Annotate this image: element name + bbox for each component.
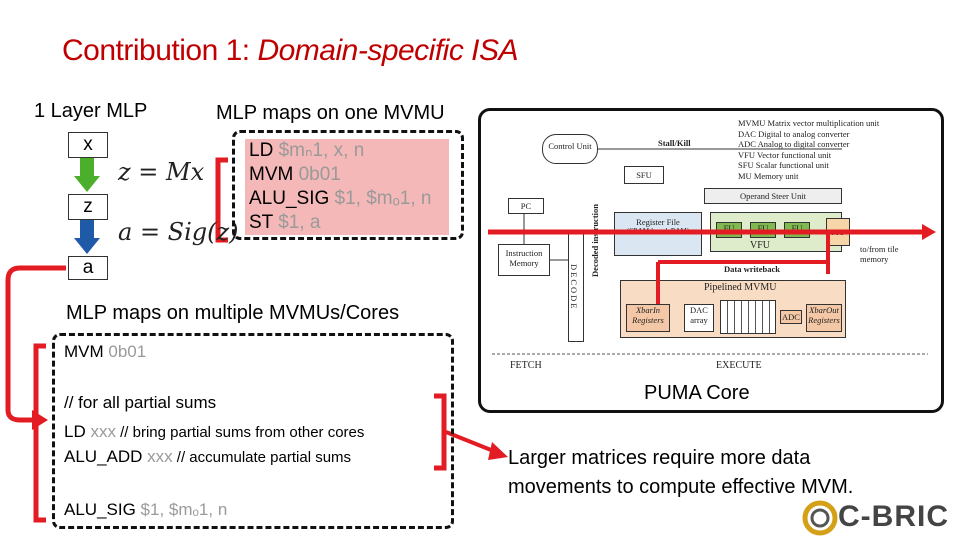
puma-core-caption: PUMA Core xyxy=(644,382,750,404)
stall-kill-label: Stall/Kill xyxy=(658,138,691,148)
arrow-z-to-a xyxy=(74,220,100,254)
code-line-ld: LD $mₙ1, x, n xyxy=(245,139,449,163)
vfu-label: VFU xyxy=(750,240,771,251)
node-z: z xyxy=(68,194,108,220)
crossbar-array xyxy=(720,300,776,334)
bracket-multi-left xyxy=(33,343,46,523)
one-mvmu-heading: MLP maps on one MVMU xyxy=(216,102,445,124)
multi-line-mvm: MVM 0b01 xyxy=(64,342,147,361)
cbric-logo: C-BRIC xyxy=(798,500,956,536)
note-text: Larger matrices require more data moveme… xyxy=(508,447,854,498)
core-legend: MVMU Matrix vector multiplication unit D… xyxy=(738,118,880,181)
code-line-st: ST $1, a xyxy=(245,211,449,235)
adc-block: ADC xyxy=(780,310,802,324)
control-unit: Control Unit xyxy=(542,134,598,164)
operand-steer-unit: Operand Steer Unit xyxy=(704,188,842,204)
dac-array: DAC array xyxy=(684,304,714,332)
title-italic: Domain-specific ISA xyxy=(257,34,519,67)
core-wires xyxy=(488,148,936,355)
code-line-mvm: MVM 0b01 xyxy=(245,163,449,187)
bracket-multi-right xyxy=(434,393,447,471)
slide-title: Contribution 1: Domain-specific ISA xyxy=(62,34,519,68)
pipelined-mvmu-label: Pipelined MVMU xyxy=(704,282,777,293)
multi-comment: // for all partial sums xyxy=(64,393,217,412)
bracket-eq xyxy=(215,157,228,243)
xbarin-registers: XbarIn Registers xyxy=(626,304,670,332)
multi-heading: MLP maps on multiple MVMUs/Cores xyxy=(66,302,400,324)
multi-line-alu-sig: ALU_SIG $1, $mₒ1, n xyxy=(64,500,228,519)
multi-line-ld: LD xxx // bring partial sums from other … xyxy=(64,422,365,441)
arrow-to-note xyxy=(445,430,508,460)
equation-a: a = Sig(z) xyxy=(118,218,239,246)
arrow-x-to-z xyxy=(74,158,100,192)
equation-z: z = Mx xyxy=(118,158,205,186)
to-from-tile-memory: to/from tile memory xyxy=(860,244,899,264)
multi-code-box xyxy=(52,333,454,529)
data-writeback-label: Data writeback xyxy=(724,264,780,274)
mlp-heading: 1 Layer MLP xyxy=(34,100,148,122)
instruction-memory: Instruction Memory xyxy=(498,244,550,276)
core-diagram: MVMU Matrix vector multiplication unit D… xyxy=(488,114,938,376)
cbric-logo-text: C-BRIC xyxy=(838,500,949,533)
multi-line-alu-add: ALU_ADD xxx // accumulate partial sums xyxy=(64,447,352,466)
node-x: x xyxy=(68,132,108,158)
xbarout-registers: XbarOut Registers xyxy=(806,304,842,332)
execute-label: EXECUTE xyxy=(716,360,762,371)
cbric-logo-mark xyxy=(802,500,838,536)
node-a: a xyxy=(68,256,108,280)
one-mvmu-code-box: LD $mₙ1, x, n MVM 0b01 ALU_SIG $1, $mₒ1,… xyxy=(232,130,464,240)
sfu-block: SFU xyxy=(624,166,664,184)
code-line-alu-sig: ALU_SIG $1, $mₒ1, n xyxy=(245,187,449,211)
title-prefix: Contribution 1: xyxy=(62,34,258,67)
decode-block: DECODE xyxy=(568,232,584,342)
pc-block: PC xyxy=(508,198,544,214)
fetch-label: FETCH xyxy=(510,360,542,371)
